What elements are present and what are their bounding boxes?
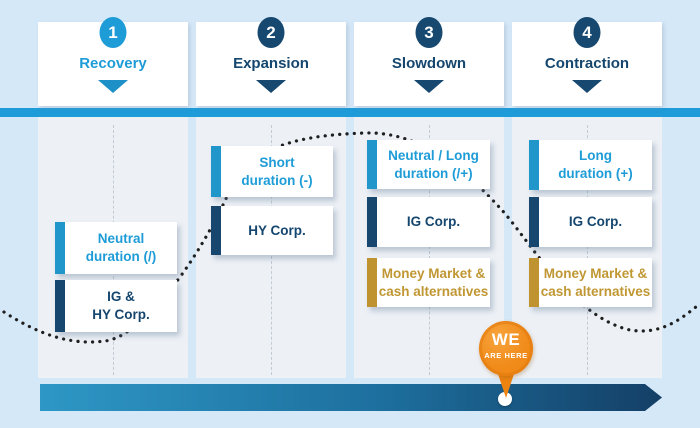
card-label: IG Corp.: [406, 214, 461, 230]
phase-header-recovery: 1 Recovery: [38, 17, 188, 106]
recommendation-card-contraction-cash: Money Market &cash alternatives: [529, 258, 652, 307]
card-label: Money Market &cash alternatives: [540, 265, 651, 299]
phase-number-badge: 4: [573, 17, 601, 48]
recommendation-card-expansion-credit: HY Corp.: [211, 206, 333, 255]
phase-header-contraction: 4 Contraction: [512, 17, 662, 106]
accent-bar: [529, 140, 539, 190]
card-label: HY Corp.: [248, 222, 306, 238]
marker-text-we: WE: [491, 330, 521, 349]
phase-header-expansion: 2 Expansion: [196, 17, 346, 106]
recommendation-card-recovery-credit: IG &HY Corp.: [55, 280, 177, 332]
chevron-down-icon: [98, 80, 128, 93]
phase-number-badge: 2: [257, 17, 285, 48]
phase-label: Slowdown: [391, 55, 467, 72]
phase-number: 3: [424, 22, 434, 42]
card-label: IG &HY Corp.: [92, 289, 150, 322]
phase-number: 1: [108, 22, 118, 42]
accent-bar: [55, 222, 65, 274]
header-divider-bar: [0, 108, 700, 117]
we-are-here-marker: WE ARE HERE: [479, 321, 533, 399]
phase-number-badge: 1: [99, 17, 127, 48]
accent-bar: [529, 197, 539, 247]
recommendation-card-slowdown-credit: IG Corp.: [367, 197, 490, 247]
phase-header-slowdown: 3 Slowdown: [354, 17, 504, 106]
card-label: Money Market &cash alternatives: [378, 265, 489, 299]
phase-number: 4: [582, 22, 592, 42]
accent-bar: [529, 258, 539, 307]
accent-bar: [55, 280, 65, 332]
phase-number-badge: 3: [415, 17, 443, 48]
accent-bar: [367, 140, 377, 189]
chevron-down-icon: [572, 80, 602, 93]
accent-bar: [367, 197, 377, 247]
chevron-down-icon: [414, 80, 444, 93]
timeline-arrow-bar: [40, 384, 662, 411]
marker-text-are-here: ARE HERE: [484, 351, 528, 360]
phase-label: Expansion: [233, 55, 309, 72]
recommendation-card-contraction-credit: IG Corp.: [529, 197, 652, 247]
accent-bar: [367, 258, 377, 307]
accent-bar: [211, 146, 221, 197]
recommendation-card-slowdown-cash: Money Market &cash alternatives: [367, 258, 490, 307]
phase-label: Contraction: [544, 55, 630, 72]
card-label: IG Corp.: [568, 214, 623, 230]
chevron-down-icon: [256, 80, 286, 93]
phase-number: 2: [266, 22, 276, 42]
phase-label: Recovery: [79, 55, 147, 72]
accent-bar: [211, 206, 221, 255]
